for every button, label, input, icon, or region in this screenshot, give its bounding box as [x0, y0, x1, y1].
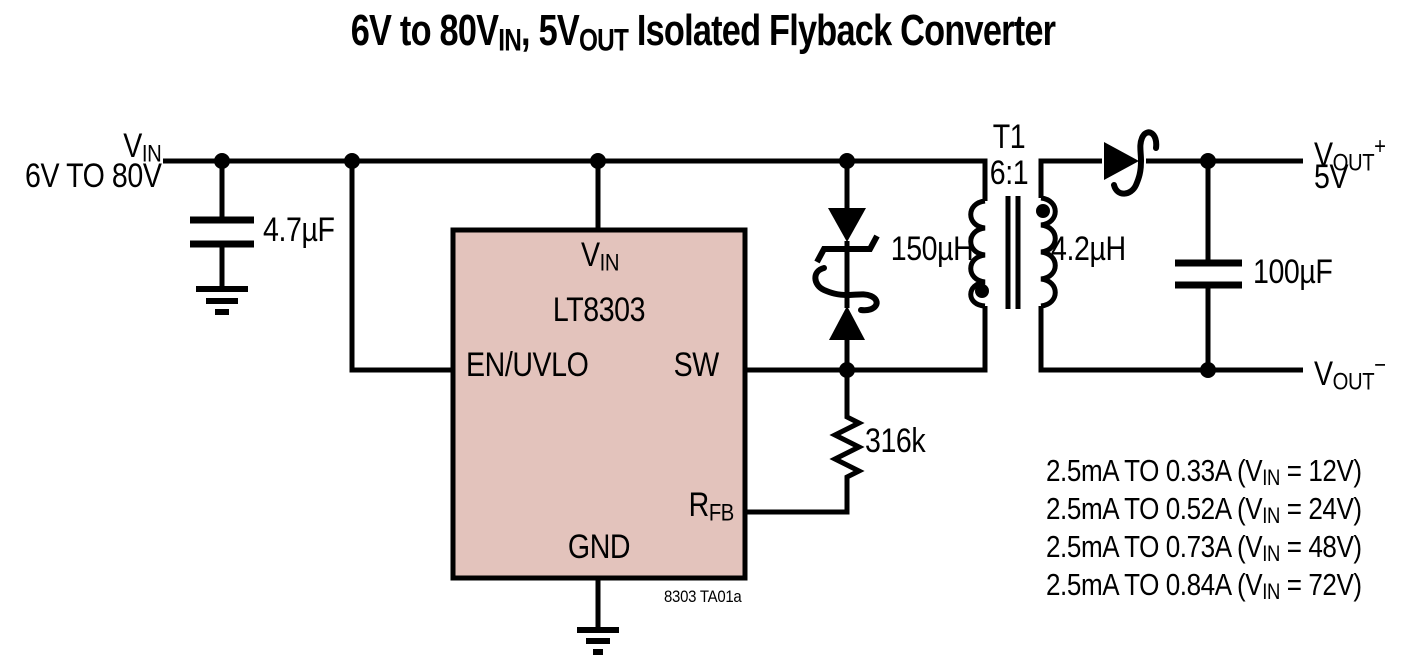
vin-range-label: 6V TO 80V: [24, 157, 162, 195]
output-voltage-label: 5V: [1314, 158, 1349, 196]
output-capacitor: [1175, 259, 1242, 289]
vin-net-label: VIN: [122, 127, 161, 168]
rating-line: 2.5mA TO 0.84A (VIN = 72V): [1046, 566, 1362, 604]
junction-dot: [1200, 362, 1216, 378]
output-bottom-rail: [1038, 306, 1303, 373]
input-cap-value: 4.7µF: [263, 211, 335, 249]
rating-line: 2.5mA TO 0.33A (VIN = 12V): [1046, 453, 1362, 490]
output-current-ratings: 2.5mA TO 0.33A (VIN = 12V) 2.5mA TO 0.52…: [1046, 455, 1362, 607]
feedback-resistor-value: 316k: [865, 422, 926, 460]
secondary-phase-dot: [1036, 204, 1050, 218]
rating-line: 2.5mA TO 0.73A (VIN = 48V): [1046, 528, 1362, 566]
primary-winding: [968, 198, 986, 309]
transformer: [968, 195, 1058, 309]
transformer-name: T1: [992, 118, 1026, 156]
ic-pin-gnd: GND: [567, 528, 631, 566]
rating-line: 2.5mA TO 0.52A (VIN = 24V): [1046, 490, 1362, 528]
output-cap-value: 100µF: [1253, 253, 1333, 291]
primary-phase-dot: [975, 284, 989, 298]
snubber-blocking-diode: [812, 265, 880, 340]
output-diode: [1104, 129, 1160, 197]
vout-minus-label: VOUT−: [1314, 352, 1386, 396]
junction-dot: [344, 153, 360, 169]
input-capacitor: [190, 216, 254, 248]
junction-dot: [590, 153, 606, 169]
figure-note: 8303 TA01a: [664, 587, 742, 606]
junction-dot: [214, 153, 230, 169]
junction-dots: [214, 153, 1216, 378]
sw-rail-wire: [745, 306, 988, 373]
junction-dot: [1200, 153, 1216, 169]
transformer-ratio: 6:1: [989, 154, 1029, 192]
snubber-zener-diode: [814, 208, 880, 264]
secondary-top-wire: [1038, 158, 1102, 198]
ic-pin-rfb: RFB: [688, 486, 735, 527]
ic-pin-en-uvlo: EN/UVLO: [466, 346, 589, 384]
ic-ground-icon: [577, 627, 619, 655]
ic-pin-vin: VIN: [580, 236, 620, 277]
feedback-resistor: [745, 370, 865, 515]
en-uvlo-wire: [349, 161, 453, 373]
input-rail-wire: [163, 158, 988, 201]
secondary-winding: [1040, 195, 1058, 309]
junction-dot: [839, 153, 855, 169]
primary-inductance-label: 150µH: [890, 230, 973, 268]
vout-plus-label: VOUT+: [1314, 133, 1386, 177]
secondary-inductance-label: 4.2µH: [1051, 230, 1126, 268]
ic-pin-sw: SW: [673, 346, 720, 384]
input-ground-icon: [196, 286, 248, 315]
ic-body: [450, 227, 748, 581]
schematic-title: 6V to 80VIN, 5VOUT Isolated Flyback Conv…: [350, 6, 1056, 58]
junction-dot: [839, 362, 855, 378]
ic-part-number: LT8303: [552, 291, 646, 329]
